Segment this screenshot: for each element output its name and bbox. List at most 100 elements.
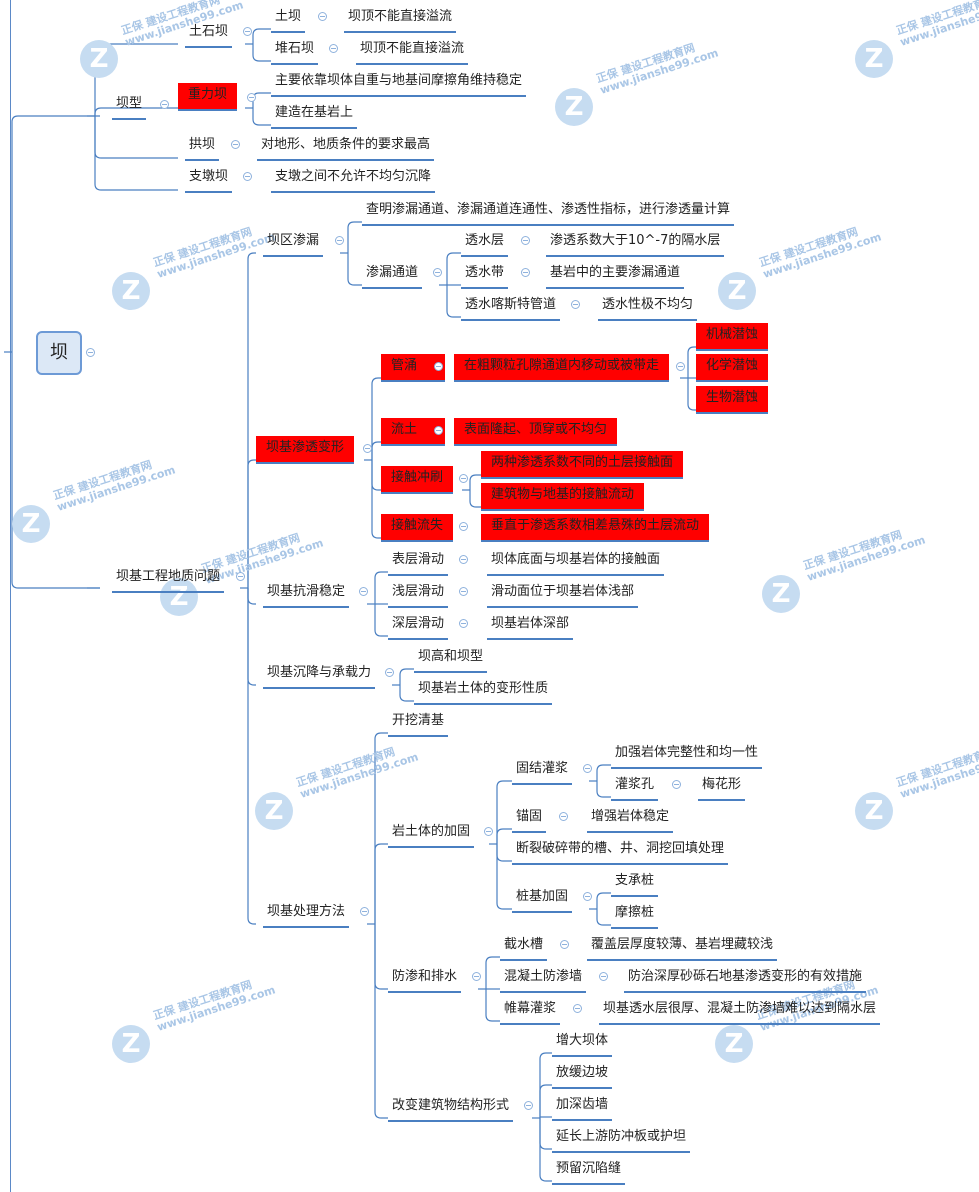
node-anti-sliding[interactable]: 坝基抗滑稳定 xyxy=(263,580,350,608)
collapse-toggle[interactable] xyxy=(459,474,468,483)
node-shallow-sliding-note[interactable]: 滑动面位于坝基岩体浅部 xyxy=(487,580,639,608)
node-contact-loss-note[interactable]: 垂直于渗透系数相差悬殊的土层流动 xyxy=(481,514,710,542)
collapse-toggle[interactable] xyxy=(433,268,442,277)
node-arch-dam[interactable]: 拱坝 xyxy=(185,133,220,161)
node-permeable-layer[interactable]: 透水层 xyxy=(461,229,509,257)
node-foundation-geology[interactable]: 坝基工程地质问题 xyxy=(112,565,225,593)
node-grouting-holes[interactable]: 灌浆孔 xyxy=(611,773,659,801)
collapse-toggle[interactable] xyxy=(484,827,493,836)
collapse-toggle[interactable] xyxy=(672,780,681,789)
collapse-toggle[interactable] xyxy=(360,907,369,916)
node-seepage-deformation[interactable]: 坝基渗透变形 xyxy=(256,436,355,464)
node-curtain-grouting-note[interactable]: 坝基透水层很厚、混凝土防渗墙难以达到隔水层 xyxy=(599,997,881,1025)
node-seepage-control[interactable]: 防渗和排水 xyxy=(388,965,462,993)
collapse-toggle[interactable] xyxy=(459,587,468,596)
node-treatment[interactable]: 坝基处理方法 xyxy=(263,900,350,928)
collapse-toggle[interactable] xyxy=(599,972,608,981)
collapse-toggle[interactable] xyxy=(318,12,327,21)
collapse-toggle[interactable] xyxy=(472,972,481,981)
node-surface-sliding-note[interactable]: 坝体底面与坝基岩体的接触面 xyxy=(487,548,665,576)
collapse-toggle[interactable] xyxy=(459,619,468,628)
node-karst-note[interactable]: 透水性极不均匀 xyxy=(598,293,698,321)
node-excavation[interactable]: 开挖清基 xyxy=(388,709,449,737)
node-structure-item-2[interactable]: 放缓边坡 xyxy=(552,1061,613,1089)
node-anchoring[interactable]: 锚固 xyxy=(512,805,547,833)
collapse-toggle[interactable] xyxy=(573,1004,582,1013)
node-anchoring-note[interactable]: 增强岩体稳定 xyxy=(587,805,674,833)
node-permeable-zone-note[interactable]: 基岩中的主要渗漏通道 xyxy=(546,261,685,289)
collapse-toggle[interactable] xyxy=(571,300,580,309)
root-node[interactable]: 坝 xyxy=(36,331,82,375)
node-structure-item-1[interactable]: 增大坝体 xyxy=(552,1029,613,1057)
collapse-toggle[interactable] xyxy=(434,362,443,371)
node-gravity-dam[interactable]: 重力坝 xyxy=(178,83,238,111)
node-arch-note[interactable]: 对地形、地质条件的要求最高 xyxy=(257,133,435,161)
node-biological-erosion[interactable]: 生物潜蚀 xyxy=(696,386,769,414)
node-rockfill-dam-note[interactable]: 坝顶不能直接溢流 xyxy=(356,37,469,65)
collapse-toggle[interactable] xyxy=(521,236,530,245)
collapse-toggle[interactable] xyxy=(559,812,568,821)
node-rockfill-dam[interactable]: 堆石坝 xyxy=(271,37,319,65)
collapse-toggle[interactable] xyxy=(231,140,240,149)
collapse-toggle[interactable] xyxy=(385,668,394,677)
node-mechanical-erosion[interactable]: 机械潜蚀 xyxy=(696,323,769,351)
node-shallow-sliding[interactable]: 浅层滑动 xyxy=(388,580,449,608)
node-deep-sliding[interactable]: 深层滑动 xyxy=(388,612,449,640)
node-leakage-survey[interactable]: 查明渗漏通道、渗漏通道连通性、渗透性指标，进行渗透量计算 xyxy=(362,198,735,226)
collapse-toggle[interactable] xyxy=(583,892,592,901)
collapse-toggle[interactable] xyxy=(243,172,252,181)
node-cutoff-trench[interactable]: 截水槽 xyxy=(500,933,548,961)
node-dam-types[interactable]: 坝型 xyxy=(112,92,147,120)
node-friction-pile[interactable]: 摩擦桩 xyxy=(611,901,659,929)
node-bearing-pile[interactable]: 支承桩 xyxy=(611,869,659,897)
node-grouting-holes-note[interactable]: 梅花形 xyxy=(698,773,746,801)
node-consolidation-grouting[interactable]: 固结灌浆 xyxy=(512,757,573,785)
node-chemical-erosion[interactable]: 化学潜蚀 xyxy=(696,354,769,382)
node-permeable-zone[interactable]: 透水带 xyxy=(461,261,509,289)
collapse-toggle[interactable] xyxy=(86,348,95,357)
node-settlement-item-2[interactable]: 坝基岩土体的变形性质 xyxy=(414,677,553,705)
node-gravity-note-1[interactable]: 主要依靠坝体自重与地基间摩擦角维持稳定 xyxy=(271,69,527,97)
collapse-toggle[interactable] xyxy=(247,93,256,102)
node-curtain-grouting[interactable]: 帷幕灌浆 xyxy=(500,997,561,1025)
collapse-toggle[interactable] xyxy=(243,27,252,36)
node-reinforcement[interactable]: 岩土体的加固 xyxy=(388,820,475,848)
node-leakage-channels[interactable]: 渗漏通道 xyxy=(362,261,423,289)
collapse-toggle[interactable] xyxy=(363,444,372,453)
node-karst-conduit[interactable]: 透水喀斯特管道 xyxy=(461,293,561,321)
node-pile-reinforcement[interactable]: 桩基加固 xyxy=(512,885,573,913)
node-buttress-dam[interactable]: 支墩坝 xyxy=(185,165,233,193)
node-structure-item-4[interactable]: 延长上游防冲板或护坦 xyxy=(552,1125,691,1153)
node-surface-sliding[interactable]: 表层滑动 xyxy=(388,548,449,576)
node-gravity-note-2[interactable]: 建造在基岩上 xyxy=(271,101,358,129)
collapse-toggle[interactable] xyxy=(236,572,245,581)
node-contact-scour[interactable]: 接触冲刷 xyxy=(381,466,454,494)
collapse-toggle[interactable] xyxy=(524,1101,533,1110)
collapse-toggle[interactable] xyxy=(160,100,169,109)
node-piping-note[interactable]: 在粗颗粒孔隙通道内移动或被带走 xyxy=(454,354,670,382)
node-deep-sliding-note[interactable]: 坝基岩体深部 xyxy=(487,612,574,640)
node-settlement[interactable]: 坝基沉降与承载力 xyxy=(263,661,376,689)
collapse-toggle[interactable] xyxy=(329,44,338,53)
node-structure-item-3[interactable]: 加深齿墙 xyxy=(552,1093,613,1121)
collapse-toggle[interactable] xyxy=(335,236,344,245)
node-cutoff-wall-note[interactable]: 防治深厚砂砾石地基渗透变形的有效措施 xyxy=(624,965,867,993)
node-buttress-note[interactable]: 支墩之间不允许不均匀沉降 xyxy=(271,165,436,193)
node-structure-item-5[interactable]: 预留沉陷缝 xyxy=(552,1157,626,1185)
collapse-toggle[interactable] xyxy=(434,426,443,435)
node-earth-dam-note[interactable]: 坝顶不能直接溢流 xyxy=(344,5,457,33)
collapse-toggle[interactable] xyxy=(676,362,685,371)
node-cutoff-trench-note[interactable]: 覆盖层厚度较薄、基岩埋藏较浅 xyxy=(587,933,778,961)
node-flowing-soil-note[interactable]: 表面隆起、顶穿或不均匀 xyxy=(454,418,618,446)
collapse-toggle[interactable] xyxy=(560,940,569,949)
node-contact-loss[interactable]: 接触流失 xyxy=(381,514,454,542)
node-settlement-item-1[interactable]: 坝高和坝型 xyxy=(414,645,488,673)
node-permeable-layer-note[interactable]: 渗透系数大于10^-7的隔水层 xyxy=(546,229,725,257)
node-cutoff-wall[interactable]: 混凝土防渗墙 xyxy=(500,965,587,993)
collapse-toggle[interactable] xyxy=(359,587,368,596)
node-contact-scour-note-2[interactable]: 建筑物与地基的接触流动 xyxy=(481,483,645,511)
collapse-toggle[interactable] xyxy=(459,555,468,564)
node-contact-scour-note-1[interactable]: 两种渗透系数不同的土层接触面 xyxy=(481,451,684,479)
node-change-structure[interactable]: 改变建筑物结构形式 xyxy=(388,1094,514,1122)
collapse-toggle[interactable] xyxy=(583,764,592,773)
